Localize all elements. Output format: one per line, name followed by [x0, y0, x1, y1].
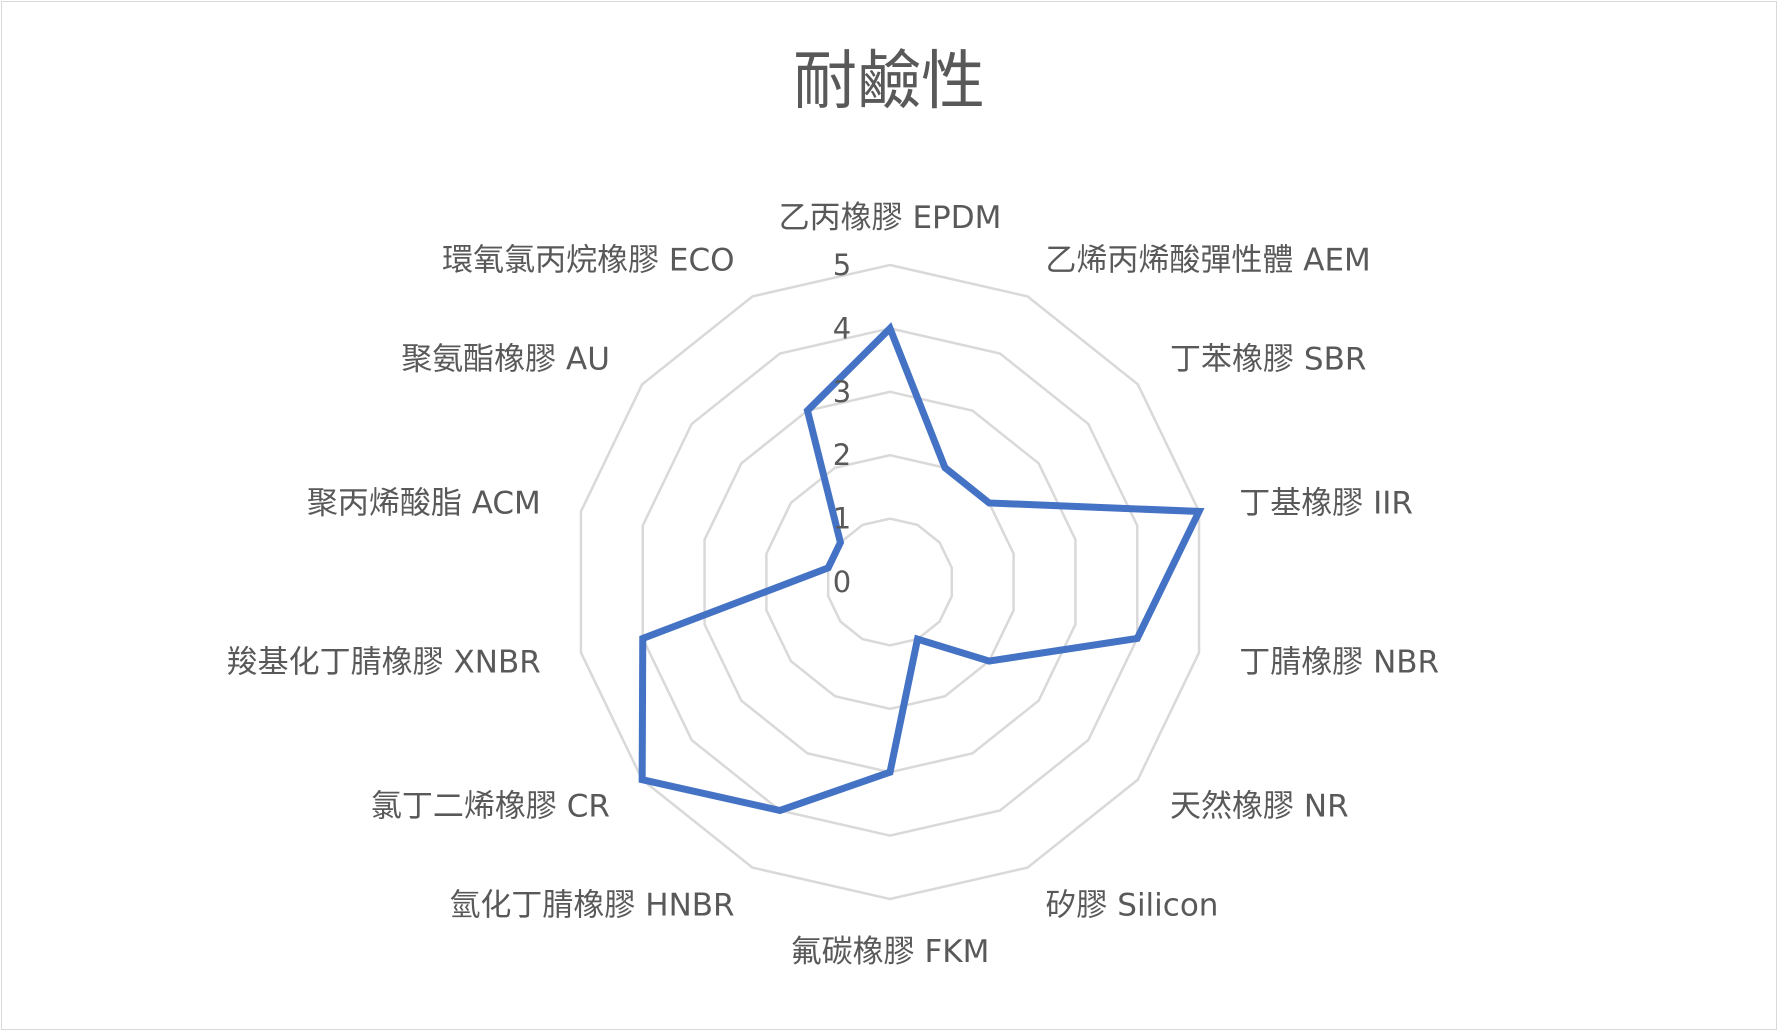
tick-label: 2 — [833, 438, 851, 472]
grid — [579, 263, 1201, 901]
grid-ring — [765, 453, 1015, 711]
tick-label: 0 — [833, 565, 851, 599]
category-labels: 乙丙橡膠 EPDM 乙烯丙烯酸彈性體 AEM 丁苯橡膠 SBR 丁基橡膠 IIR 丁腈橡… — [227, 200, 1439, 970]
category-label: 聚氨酯橡膠 AU — [401, 342, 610, 378]
category-label: 氯丁二烯橡膠 CR — [371, 788, 610, 824]
grid-ring — [641, 327, 1139, 837]
category-label: 丁基橡膠 IIR — [1239, 485, 1413, 521]
category-label: 環氧氯丙烷橡膠 ECO — [442, 242, 735, 278]
category-label: 矽膠 Silicon — [1045, 888, 1218, 924]
category-label: 羧基化丁腈橡膠 XNBR — [227, 645, 541, 681]
category-label: 丁苯橡膠 SBR — [1170, 342, 1366, 378]
tick-label: 4 — [833, 311, 851, 345]
category-label: 天然橡膠 NR — [1170, 788, 1349, 824]
tick-label: 5 — [833, 248, 851, 282]
chart-title: 耐鹼性 — [793, 45, 985, 119]
tick-label: 1 — [833, 502, 851, 536]
tick-label: 3 — [833, 375, 851, 409]
tick-labels: 0 1 2 3 4 5 — [833, 248, 851, 599]
category-label: 丁腈橡膠 NBR — [1239, 645, 1439, 681]
category-label: 氫化丁腈橡膠 HNBR — [449, 888, 734, 924]
grid-ring — [579, 263, 1201, 901]
category-label: 聚丙烯酸脂 ACM — [307, 485, 541, 521]
series-line — [638, 322, 1205, 815]
grid-ring — [703, 390, 1077, 774]
category-label: 乙烯丙烯酸彈性體 AEM — [1045, 242, 1370, 278]
category-label: 乙丙橡膠 EPDM — [779, 200, 1002, 236]
category-label: 氟碳橡膠 FKM — [791, 934, 990, 970]
series — [638, 322, 1205, 815]
